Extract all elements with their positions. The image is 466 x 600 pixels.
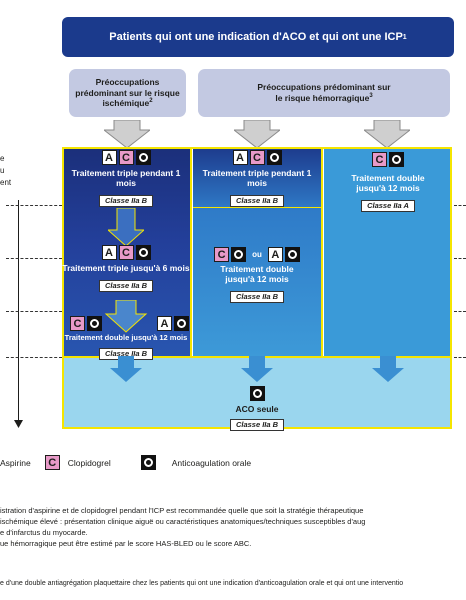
col1-block2-icons: A C	[62, 245, 190, 260]
bottom-classe: Classe IIa B	[229, 419, 285, 432]
caption-text: e d'une double antiagrégation plaquettai…	[0, 580, 404, 587]
aspirin-icon: A	[232, 150, 248, 165]
col1-split-arrow	[104, 300, 148, 333]
col2-block2-classe: Classe IIa B	[229, 291, 285, 304]
oral-anticoagulant-icon	[174, 316, 189, 331]
col1-block3-icons-left: C	[70, 316, 102, 331]
dashed-marker-6m-right	[454, 258, 466, 259]
left-fragment-2: u	[0, 166, 5, 175]
footnote-3: e d'infarctus du myocarde.	[0, 528, 88, 537]
oral-anticoagulant-icon	[284, 247, 300, 262]
clopidogrel-icon: C	[70, 316, 85, 331]
col1-block3-icons-right: A	[157, 316, 189, 331]
left-fragment-3: ent	[0, 178, 12, 187]
separator-col2-col3	[321, 147, 323, 357]
aspirin-icon: A	[101, 150, 117, 165]
col2-block1-classe: Classe IIa B	[229, 195, 285, 208]
pill-ischemic-sup: 2	[149, 98, 153, 105]
col1-block1-icons: A C	[62, 150, 190, 165]
col1-block2-text: Traitement triple jusqu'à 6 mois	[62, 263, 190, 273]
col3-block1: C Traitement double jusqu'à 12 mois Clas…	[324, 152, 452, 213]
column-hemorrhagic	[324, 147, 452, 357]
separator-col1-col2	[190, 147, 192, 357]
oral-anticoagulant-icon	[389, 152, 404, 167]
pill-ischemic: Préoccupations prédominant sur le risque…	[69, 69, 186, 117]
col2-block2-icons: C ou A	[193, 247, 321, 262]
left-fragment-1: e	[0, 154, 5, 163]
oral-anticoagulant-icon	[140, 455, 156, 470]
footnotes: istration d'aspirine et de clopidogrel p…	[0, 505, 466, 549]
bottom-arrow-3	[372, 356, 404, 382]
oral-anticoagulant-icon	[87, 316, 102, 331]
col1-block1: A C Traitement triple pendant 1 mois Cla…	[62, 150, 190, 208]
col1-block1-text: Traitement triple pendant 1 mois	[71, 168, 181, 189]
col2-block2-text: Traitement double jusqu'à 12 mois	[220, 264, 294, 285]
dashed-marker-1m-left	[6, 205, 62, 206]
col3-block1-icons: C	[324, 152, 452, 167]
col1-arrow-1	[108, 208, 144, 246]
oral-anticoagulant-icon	[266, 150, 282, 165]
col1-block2-classe: Classe IIa B	[98, 280, 154, 293]
pill-ischemic-text: Préoccupations prédominant sur le risque…	[75, 77, 180, 109]
aspirin-icon: A	[101, 245, 117, 260]
clopidogrel-icon: C	[118, 150, 134, 165]
col2-block1-icons: A C	[193, 150, 321, 165]
oral-anticoagulant-icon	[135, 150, 151, 165]
legend-clopidogrel: Clopidogrel	[67, 457, 111, 468]
dashed-marker-1m-right	[454, 205, 466, 206]
col2-inner-separator	[193, 207, 321, 208]
dashed-marker-x-left	[6, 311, 62, 312]
caption: e d'une double antiagrégation plaquettai…	[0, 578, 466, 589]
col2-block2: C ou A Traitement double jusqu'à 12 mois…	[193, 247, 321, 304]
clopidogrel-icon: C	[249, 150, 265, 165]
clopidogrel-icon: C	[372, 152, 387, 167]
footnote-1: istration d'aspirine et de clopidogrel p…	[0, 506, 364, 515]
clopidogrel-icon: C	[118, 245, 134, 260]
col2-block1: A C Traitement triple pendant 1 mois Cla…	[193, 150, 321, 208]
dashed-marker-12m-left	[6, 357, 62, 358]
title-sup: 1	[402, 33, 407, 41]
oral-anticoagulant-icon	[231, 247, 247, 262]
gray-arrow-3	[364, 120, 410, 148]
bottom-block: ACO seule Classe IIa B	[193, 386, 321, 432]
clopidogrel-icon: C	[214, 247, 230, 262]
pill-hemorrhagic-text: Préoccupations prédominant sur le risque…	[257, 82, 391, 103]
dashed-marker-6m-left	[6, 258, 62, 259]
oral-anticoagulant-icon	[135, 245, 151, 260]
col1-block1-classe: Classe IIa B	[98, 195, 154, 208]
col1-block3-text: Traitement double jusqu'à 12 mois	[64, 333, 188, 342]
dashed-marker-12m-right	[454, 357, 466, 358]
oral-anticoagulant-icon	[249, 386, 265, 401]
col3-block1-classe: Classe IIa A	[361, 200, 415, 213]
dashed-marker-x-right	[454, 311, 466, 312]
footnote-2: ischémique élevé : présentation clinique…	[0, 517, 366, 526]
col2-or-label: ou	[252, 250, 262, 259]
pill-hemorrhagic: Préoccupations prédominant sur le risque…	[198, 69, 450, 117]
col1-block2: A C Traitement triple jusqu'à 6 mois Cla…	[62, 245, 190, 293]
bottom-text: ACO seule	[235, 404, 279, 414]
aspirin-icon: A	[267, 247, 283, 262]
bottom-arrow-1	[110, 356, 142, 382]
bottom-arrow-2	[241, 356, 273, 382]
clopidogrel-icon: C	[44, 455, 60, 470]
legend-aco: Anticoagulation orale	[171, 457, 252, 468]
pill-hemorrhagic-sup: 3	[369, 93, 373, 100]
col2-block1-text: Traitement triple pendant 1 mois	[202, 168, 312, 189]
gray-arrow-1	[104, 120, 150, 148]
col3-block1-text: Traitement double jusqu'à 12 mois	[351, 173, 425, 194]
time-axis-arrowhead	[14, 420, 23, 428]
footnote-4: ue hémorragique peut être estimé par le …	[0, 539, 252, 548]
title-text: Patients qui ont une indication d'ACO et…	[109, 31, 403, 43]
legend-aspirine: Aspirine	[0, 457, 31, 468]
legend: Aspirine C Clopidogrel Anticoagulation o…	[0, 455, 251, 470]
diagram-title: Patients qui ont une indication d'ACO et…	[62, 17, 454, 57]
gray-arrow-2	[234, 120, 280, 148]
aspirin-icon: A	[157, 316, 172, 331]
left-axis-fragments: e u ent	[0, 153, 11, 189]
